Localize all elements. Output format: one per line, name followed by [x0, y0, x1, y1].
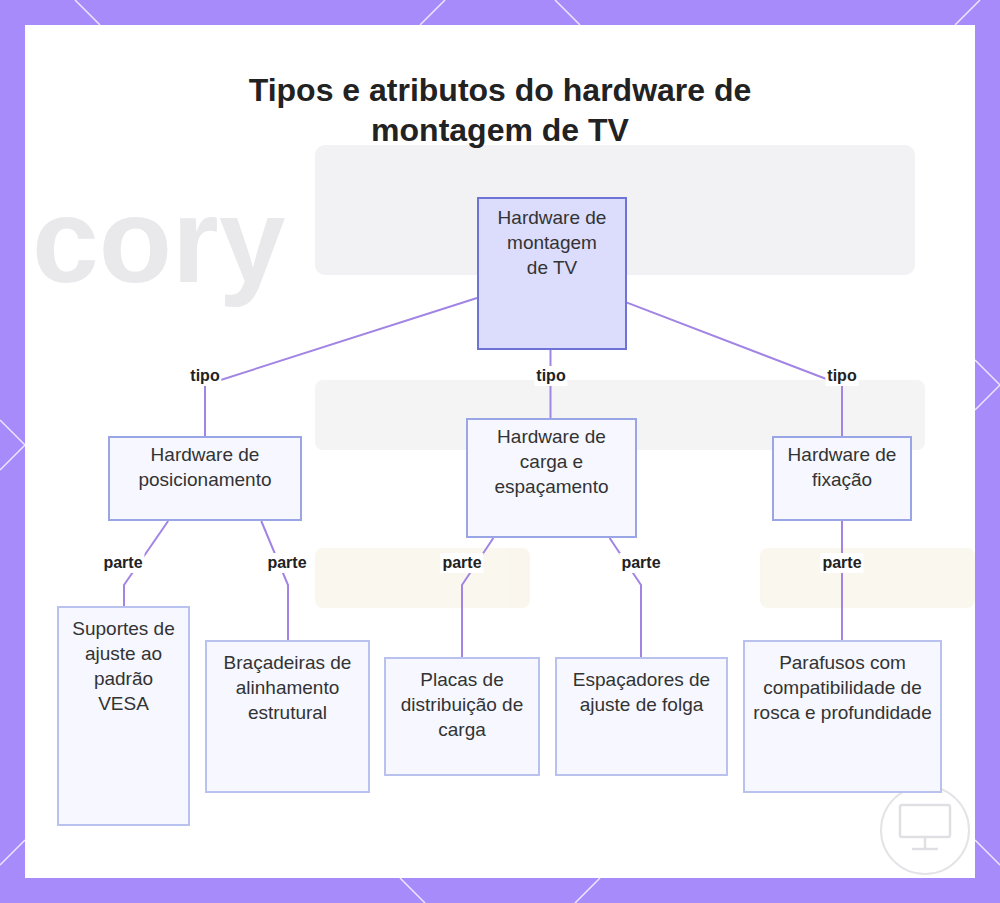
edge-label: parte: [101, 553, 144, 573]
part-box: Espaçadores de ajuste de folga: [555, 657, 728, 776]
node-text: Braçadeiras de alinhamento estrutural: [215, 650, 360, 725]
edge-label: tipo: [534, 366, 567, 386]
logo-icon: [881, 786, 969, 874]
part-box: Suportes de ajuste ao padrão VESA: [57, 606, 190, 826]
connector: [627, 303, 842, 436]
root-box: Hardware de montagem de TV: [477, 197, 627, 350]
node-text: Espaçadores de ajuste de folga: [565, 667, 718, 717]
part-box: Placas de distribuição de carga: [384, 657, 540, 776]
edge-label: tipo: [188, 366, 221, 386]
edge-label: parte: [440, 553, 483, 573]
node-text: Hardware de posicionamento: [118, 442, 292, 492]
node-text: Parafusos com compatibilidade de rosca e…: [753, 650, 932, 725]
type-box: Hardware de carga e espaçamento: [466, 418, 637, 538]
node-text: Hardware de montagem de TV: [497, 205, 607, 280]
edge-label: tipo: [825, 366, 858, 386]
node-text: Hardware de fixação: [782, 442, 902, 492]
type-box: Hardware de posicionamento: [108, 436, 302, 521]
edge-label: parte: [820, 553, 863, 573]
edge-label: parte: [265, 553, 308, 573]
node-text: Hardware de carga e espaçamento: [476, 424, 627, 499]
part-box: Parafusos com compatibilidade de rosca e…: [743, 640, 942, 793]
part-box: Braçadeiras de alinhamento estrutural: [205, 640, 370, 793]
edge-label: parte: [619, 553, 662, 573]
diagram-title: Tipos e atributos do hardware de montage…: [200, 70, 800, 150]
watermark: cory: [32, 175, 285, 305]
connector: [841, 521, 843, 640]
connector: [205, 298, 477, 436]
node-text: Suportes de ajuste ao padrão VESA: [67, 616, 180, 716]
type-box: Hardware de fixação: [772, 436, 912, 521]
node-text: Placas de distribuição de carga: [394, 667, 530, 742]
connector: [261, 521, 288, 640]
